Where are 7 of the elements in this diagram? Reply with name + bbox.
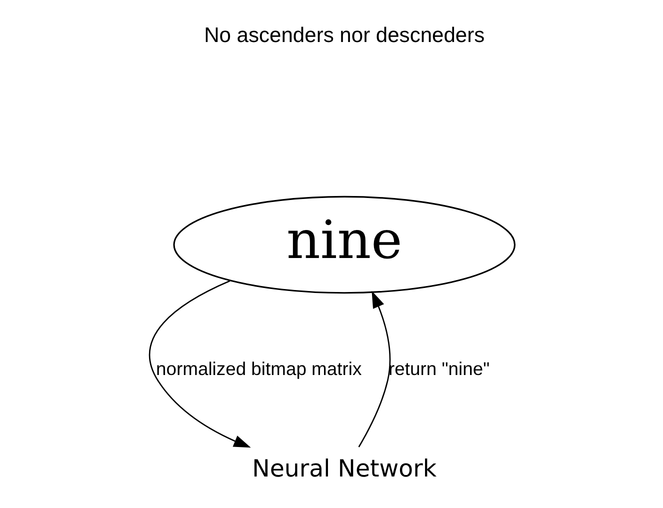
label: No ascenders nor descneders [204, 24, 484, 48]
node-text: Neural Network [252, 454, 436, 483]
edge-label: return "nine" [388, 358, 490, 379]
node-ellipse: nine [172, 196, 516, 294]
arrow [148, 280, 250, 448]
edge-label: normalized bitmap matrix [156, 358, 362, 379]
arrow [358, 290, 390, 448]
